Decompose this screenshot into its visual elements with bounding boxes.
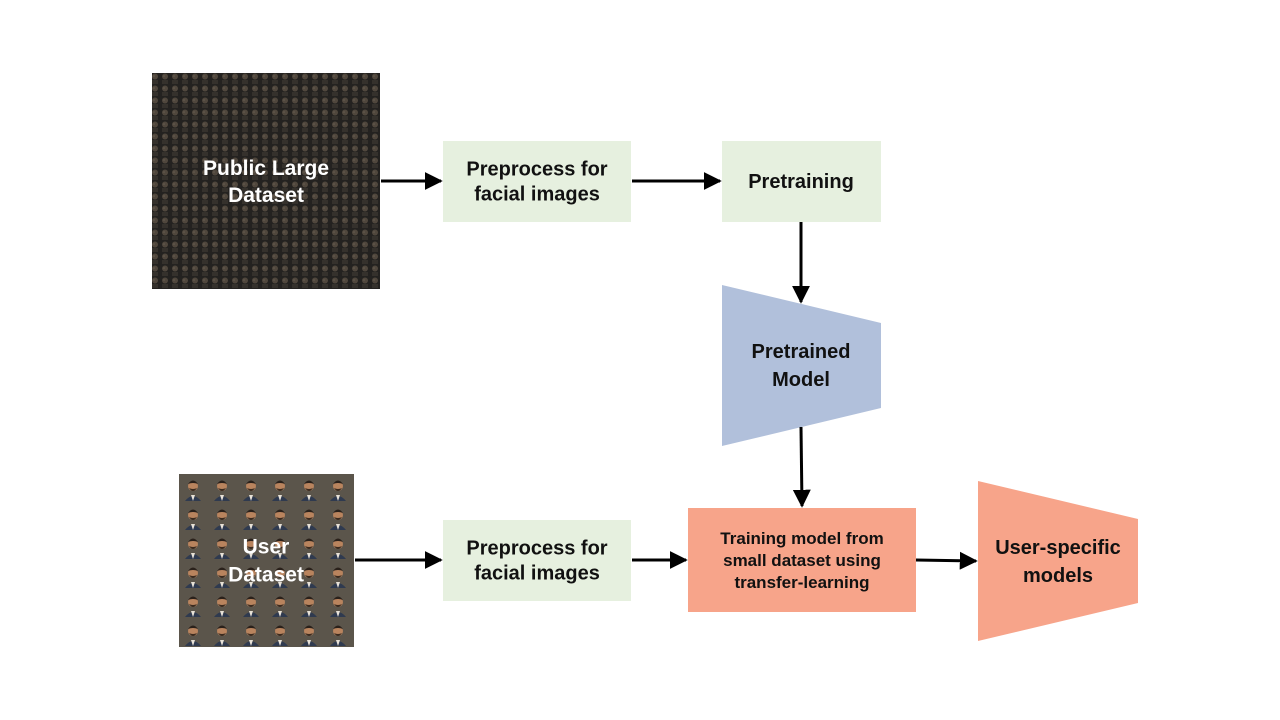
label-line: transfer-learning [734, 573, 869, 592]
user-dataset-image [179, 474, 354, 647]
label-line: facial images [474, 184, 600, 206]
label-line: Dataset [228, 563, 304, 586]
public-dataset-image [152, 73, 380, 289]
preprocess-top-node: Preprocess for facial images [443, 141, 631, 222]
arrow-training-to-user-models [915, 551, 978, 570]
label-line: Pretraining [748, 171, 854, 193]
pretraining-label: Pretraining [748, 171, 854, 193]
label-line: User [243, 535, 290, 558]
user-specific-models-label: User-specific models [995, 537, 1121, 587]
preprocess-top-label: Preprocess for facial images [466, 159, 607, 206]
preprocess-bottom-label: Preprocess for facial images [466, 538, 607, 585]
training-model-label: Training model from small dataset using tr… [720, 529, 883, 592]
label-line: facial images [474, 563, 600, 585]
label-line: Pretrained [752, 341, 851, 363]
pretraining-node: Pretraining [722, 141, 881, 222]
preprocess-bottom-node: Preprocess for facial images [443, 520, 631, 601]
arrows [355, 172, 978, 570]
label-line: Model [772, 369, 830, 391]
label-line: small dataset using [723, 551, 881, 570]
arrow-model-to-training [792, 426, 811, 508]
label-line: Preprocess for [466, 159, 607, 181]
label-line: Dataset [228, 184, 304, 207]
label-line: User-specific [995, 537, 1121, 559]
label-line: Preprocess for [466, 538, 607, 560]
label-line: Training model from [720, 529, 883, 548]
label-line: models [1023, 565, 1093, 587]
label-line: Public Large [203, 157, 329, 180]
training-model-node: Training model from small dataset using tr… [688, 508, 916, 612]
user-specific-models-node: User-specific models [978, 481, 1138, 641]
